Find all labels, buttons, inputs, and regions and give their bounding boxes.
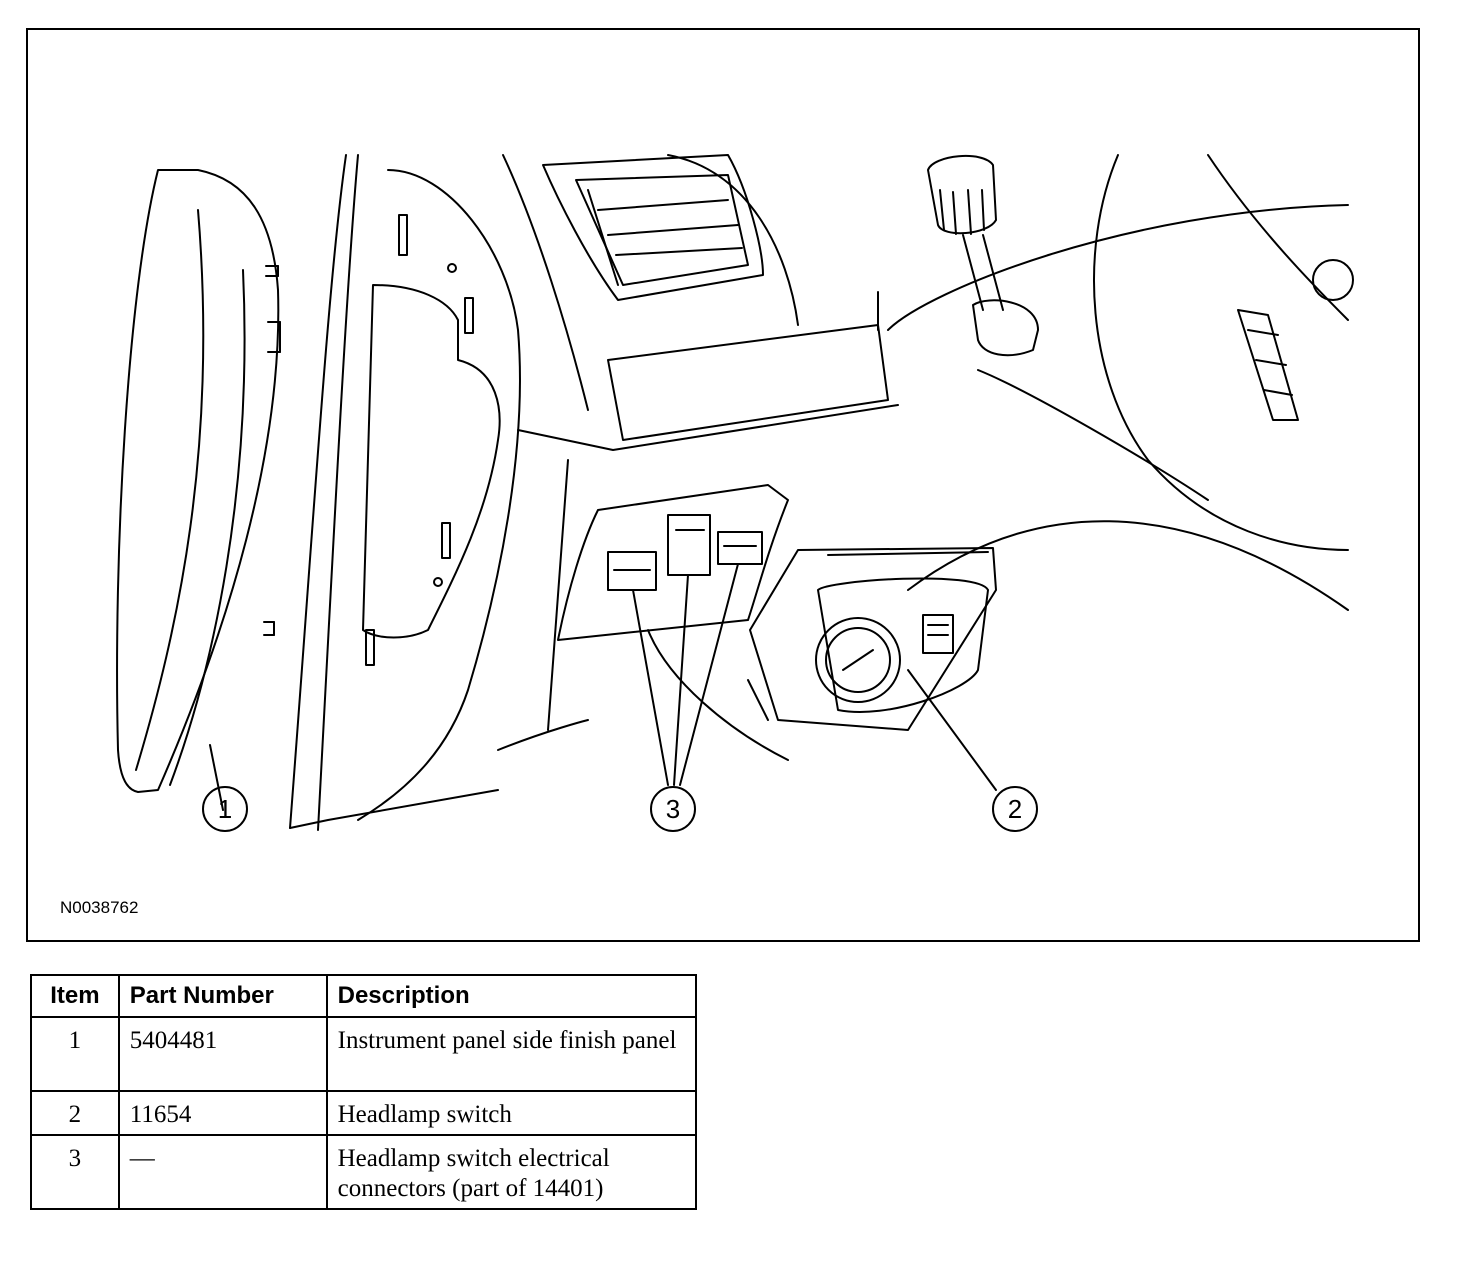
header-part-number: Part Number [117, 974, 328, 1018]
dash-side-panel [289, 154, 521, 831]
connector-2 [667, 514, 711, 576]
cell-item: 1 [30, 1016, 120, 1092]
cell-item: 3 [30, 1134, 120, 1210]
exploded-view-illustration: 1 3 2 [116, 154, 1354, 832]
connector-opening [497, 459, 789, 761]
cell-part-number: 11654 [117, 1090, 328, 1136]
table-row: 2 11654 Headlamp switch [30, 1090, 698, 1136]
callout-1: 1 [202, 786, 248, 832]
callout-2: 2 [992, 786, 1038, 832]
headlamp-switch [747, 547, 997, 791]
cell-description: Headlamp switch electrical connectors (p… [325, 1134, 698, 1210]
parts-table: Item Part Number Description 1 5404481 I… [30, 974, 698, 1210]
callout-3: 3 [650, 786, 696, 832]
cell-item: 2 [30, 1090, 120, 1136]
cell-part-number: — [117, 1134, 328, 1210]
callout-2-label: 2 [1008, 794, 1022, 824]
steering-column [887, 154, 1354, 611]
cell-part-number: 5404481 [117, 1016, 328, 1092]
callout-1-label: 1 [218, 794, 232, 824]
leader-lines [632, 563, 739, 786]
table-header-row: Item Part Number Description [30, 974, 698, 1018]
figure-id: N0038762 [60, 898, 139, 917]
table-row: 1 5404481 Instrument panel side finish p… [30, 1016, 698, 1092]
cell-description: Instrument panel side finish panel [325, 1016, 698, 1092]
callout-3-label: 3 [666, 794, 680, 824]
dash-vent [502, 154, 899, 451]
side-finish-panel [116, 169, 281, 811]
header-description: Description [325, 974, 698, 1018]
cell-description: Headlamp switch [325, 1090, 698, 1136]
figure-frame: 1 3 2 N0038762 [26, 28, 1420, 942]
connector-3 [717, 531, 763, 565]
header-item: Item [30, 974, 120, 1018]
table-row: 3 — Headlamp switch electrical connector… [30, 1134, 698, 1210]
